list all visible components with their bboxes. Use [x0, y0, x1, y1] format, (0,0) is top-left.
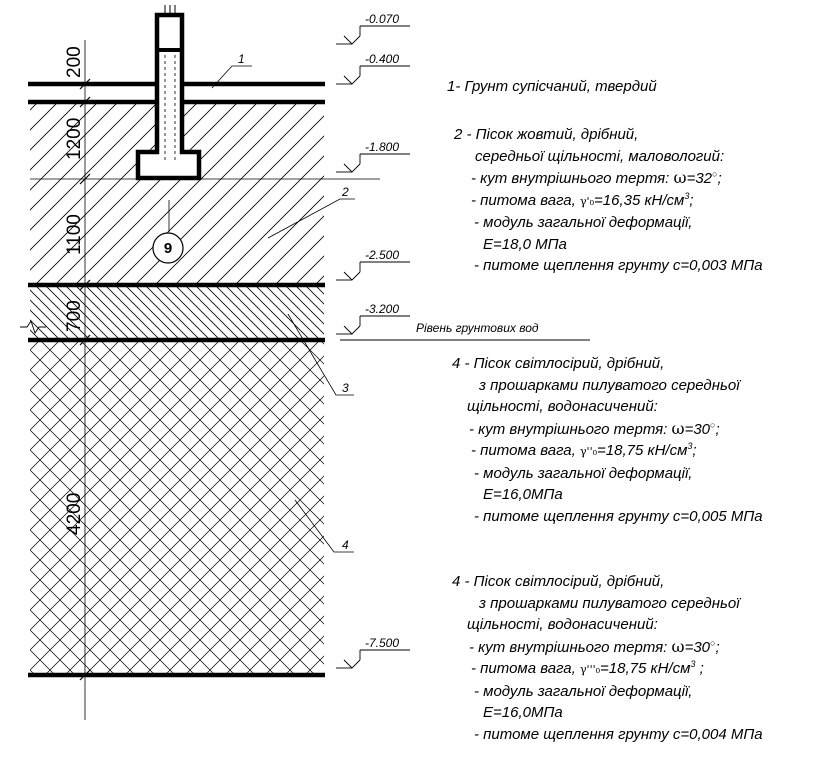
elevation-mark-0: [336, 25, 410, 45]
callout-number: 4: [342, 538, 349, 552]
legend-modulus-value: Е=16,0МПа: [483, 704, 563, 721]
legend-layer-4a: 4 - Пісок світлосірий, дрібний, з прошар…: [452, 353, 763, 527]
elevation-label: -3.200: [365, 302, 399, 316]
section-marker-number: 9: [164, 240, 172, 257]
legend-modulus: - модуль загальної деформації,: [474, 682, 693, 700]
callout-leader-1: [211, 65, 252, 89]
legend-layer-4b: 4 - Пісок світлосірий, дрібний, з прошар…: [452, 571, 763, 745]
elevation-mark-2: [336, 153, 410, 173]
elevation-label: -0.070: [365, 12, 399, 26]
callout-leader-4: [294, 499, 354, 553]
dimension-label: 1200: [64, 118, 85, 160]
elevation-mark-5: [336, 649, 410, 669]
legend-modulus-value: Е=16,0МПа: [483, 486, 563, 503]
legend-weight: - питома вага, γ''₀=18,75 кН/см3;: [471, 441, 697, 460]
dimension-label: 4200: [64, 493, 85, 535]
legend-layer-2: 2 - Пісок жовтий, дрібний, середньої щіл…: [454, 124, 763, 277]
elevation-label: -1.800: [365, 140, 399, 154]
legend-friction: - кут внутрішнього тертя: ω=32○;: [471, 168, 722, 187]
legend-modulus-value: Е=18,0 МПа: [483, 235, 567, 253]
layer-3-hatch: [30, 286, 324, 338]
section-marker: [152, 232, 184, 264]
legend-friction: - кут внутрішнього тертя: ω=30○;: [469, 418, 720, 438]
legend-weight: - питома вага, γ'₀=16,35 кН/см3;: [471, 190, 694, 209]
legend-modulus: - модуль загальної деформації,: [474, 214, 693, 231]
elevation-label: -7.500: [365, 636, 399, 650]
legend-cohesion: - питоме щеплення грунту с=0,004 МПа: [474, 725, 763, 743]
legend-title: 4 - Пісок світлосірий, дрібний,: [452, 573, 665, 590]
callout-number: 2: [341, 185, 349, 199]
elevation-label: -2.500: [365, 248, 399, 262]
legend-title: щільності, водонасичений:: [467, 398, 658, 415]
legend-cohesion: - питоме щеплення грунту с=0,003 МПа: [474, 257, 763, 274]
legend-cohesion: - питоме щеплення грунту с=0,005 МПа: [474, 507, 763, 525]
legend-title: середньої щільності, маловологий:: [475, 147, 725, 165]
legend-friction: - кут внутрішнього тертя: ω=30○;: [469, 636, 720, 656]
legend-title: з прошарками пилуватого середньої: [479, 376, 740, 394]
callout-number: 1: [238, 52, 245, 66]
elevation-mark-4: [336, 315, 590, 341]
dimension-label: 1100: [64, 214, 85, 255]
legend-title: з прошарками пилуватого середньої: [479, 594, 740, 612]
legend-modulus: - модуль загальної деформації,: [474, 464, 693, 482]
layer-4-hatch: [30, 341, 324, 674]
groundwater-label: Рівень грунтових вод: [416, 321, 539, 335]
legend-weight: - питома вага, γ'''₀=18,75 кН/см3 ;: [471, 659, 704, 678]
elevation-mark-1: [336, 65, 410, 85]
elevation-label: -0.400: [365, 52, 399, 66]
legend-title: щільності, водонасичений:: [467, 616, 658, 633]
legend-title: 4 - Пісок світлосірий, дрібний,: [452, 355, 665, 372]
break-mark: [20, 319, 46, 335]
callout-leader-3: [287, 313, 354, 396]
foundation-footing: [135, 12, 202, 181]
legend-layer-1-title: 1- Грунт супісчаний, твердий: [447, 78, 657, 95]
legend-title: 2 - Пісок жовтий, дрібний,: [454, 126, 639, 143]
elevation-mark-3: [336, 261, 410, 281]
callout-number: 3: [342, 381, 349, 395]
callout-leader-2: [267, 198, 355, 239]
dimension-label: 200: [64, 46, 85, 78]
dimension-label: 700: [64, 300, 85, 332]
legend-layer-1: 1- Грунт супісчаний, твердий: [447, 76, 657, 98]
